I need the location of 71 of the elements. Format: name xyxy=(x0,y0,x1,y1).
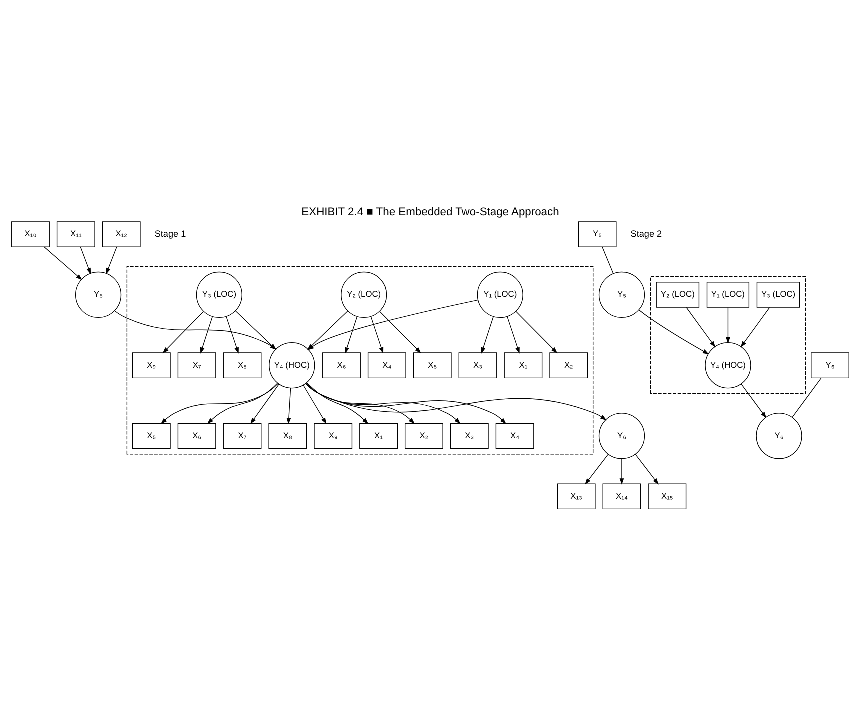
arrow xyxy=(481,316,494,354)
arrow xyxy=(226,316,239,354)
node-circle: Y₄ (HOC) xyxy=(705,342,752,388)
arrow xyxy=(345,316,358,354)
arrow xyxy=(106,246,118,274)
cluster xyxy=(126,266,594,454)
cluster xyxy=(650,276,806,394)
node-box: X₄ xyxy=(368,352,406,378)
node-box: X₉ xyxy=(132,352,171,378)
arrow xyxy=(303,384,327,424)
arrow xyxy=(306,382,369,424)
node-circle: Y₃ (LOC) xyxy=(196,271,242,318)
node-box: Y₅ xyxy=(578,221,617,247)
node-box: X₁ xyxy=(504,352,543,378)
arrow xyxy=(306,383,506,424)
node-box: X₈ xyxy=(268,422,308,449)
arrow xyxy=(306,382,416,424)
arrow xyxy=(686,306,716,348)
node-box: X₈ xyxy=(223,352,262,378)
node-box: X₅ xyxy=(132,422,171,449)
arrow xyxy=(620,458,624,484)
node-box: Y₂ (LOC) xyxy=(656,282,700,308)
node-box: X₉ xyxy=(314,422,353,449)
node-box: Y₆ xyxy=(811,352,850,378)
node-box: X₃ xyxy=(450,422,489,449)
node-box: X₃ xyxy=(458,352,498,378)
diagram-title: EXHIBIT 2.4 ■ The Embedded Two-Stage Approach xyxy=(302,206,560,218)
node-box: X₁₃ xyxy=(557,483,596,510)
arrow xyxy=(740,306,770,348)
node-box: X₂ xyxy=(404,422,444,449)
arrow xyxy=(507,316,520,354)
node-circle: Y₅ xyxy=(598,271,646,318)
label: Stage 1 xyxy=(154,228,186,238)
node-box: X₁₄ xyxy=(602,483,642,510)
arrow xyxy=(635,454,659,484)
node-box: X₄ xyxy=(496,422,534,449)
arrow xyxy=(200,316,213,354)
node-box: X₁₀ xyxy=(12,221,50,247)
connector xyxy=(602,246,614,274)
node-box: X₇ xyxy=(178,352,216,378)
arrow xyxy=(516,310,558,354)
node-box: X₁₁ xyxy=(56,221,96,247)
arrow xyxy=(44,246,82,280)
arrow xyxy=(207,382,278,424)
arrow xyxy=(741,383,767,418)
node-box: X₁₅ xyxy=(648,483,687,510)
node-box: Y₁ (LOC) xyxy=(706,282,750,308)
node-circle: Y₂ (LOC) xyxy=(341,271,388,318)
arrow xyxy=(638,309,710,354)
arrow xyxy=(80,246,92,274)
node-box: X₁₂ xyxy=(102,221,141,247)
arrow xyxy=(380,310,422,354)
node-box: Y₃ (LOC) xyxy=(756,282,800,308)
arrow xyxy=(726,306,730,344)
node-box: X₆ xyxy=(178,422,216,449)
node-box: X₂ xyxy=(550,352,588,378)
arrow xyxy=(370,316,384,354)
arrow xyxy=(306,382,461,424)
arrow xyxy=(160,382,279,424)
arrow xyxy=(305,383,607,420)
connector xyxy=(792,377,822,418)
label: Stage 2 xyxy=(630,228,662,238)
node-box: X₁ xyxy=(360,422,398,449)
node-circle: Y₁ (LOC) xyxy=(477,271,524,318)
arrow xyxy=(162,310,204,354)
node-box: X₅ xyxy=(413,352,452,378)
arrow xyxy=(286,388,292,424)
node-box: X₆ xyxy=(322,352,361,378)
arrow xyxy=(250,383,280,424)
arrow xyxy=(585,454,609,484)
node-box: X₇ xyxy=(223,422,262,449)
